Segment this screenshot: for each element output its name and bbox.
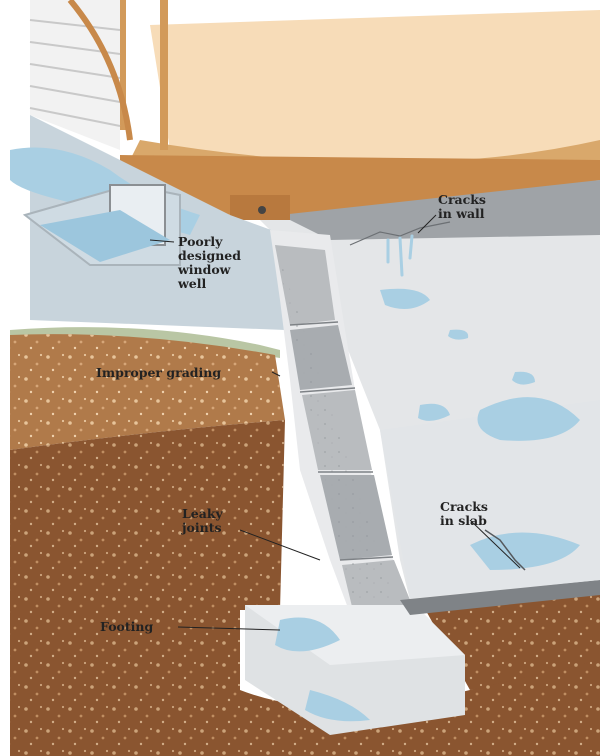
label-line: Cracks (440, 499, 488, 514)
label-line: Leaky (182, 506, 223, 521)
label-cracks-in-slab: Cracks in slab (440, 500, 488, 528)
label-line: in slab (440, 513, 487, 528)
soil-lower-dots (10, 420, 600, 756)
label-footing: Footing (100, 620, 153, 634)
floor-above (150, 10, 600, 170)
window-frame-arc (67, 0, 133, 141)
label-line: Footing (100, 619, 154, 634)
label-line: Poorly (178, 234, 223, 249)
floor-slab (400, 580, 600, 615)
joist (160, 0, 168, 150)
joist (118, 0, 126, 130)
leader-lines (149, 214, 521, 631)
block-joints (289, 321, 394, 561)
wall-crack (349, 221, 451, 246)
label-leaky-joints: Leaky joints (182, 507, 223, 535)
anchor-bolt (258, 206, 266, 214)
label-line: well (178, 276, 207, 291)
label-cracks-in-wall: Cracks in wall (438, 193, 486, 221)
label-improper-grading: Improper grading (96, 366, 221, 380)
soil-upper-dots (10, 334, 285, 450)
label-line: Improper grading (96, 365, 222, 380)
label-line: designed (178, 248, 242, 263)
label-line: Cracks (438, 192, 486, 207)
wall-drips (386, 234, 414, 277)
label-line: in wall (438, 206, 485, 221)
slab-crack (484, 529, 526, 571)
window-well-water (40, 210, 170, 262)
water-puddles (275, 288, 580, 722)
label-line: joints (182, 520, 222, 535)
label-line: window (178, 262, 231, 277)
label-window-well: Poorly designed window well (178, 235, 241, 291)
